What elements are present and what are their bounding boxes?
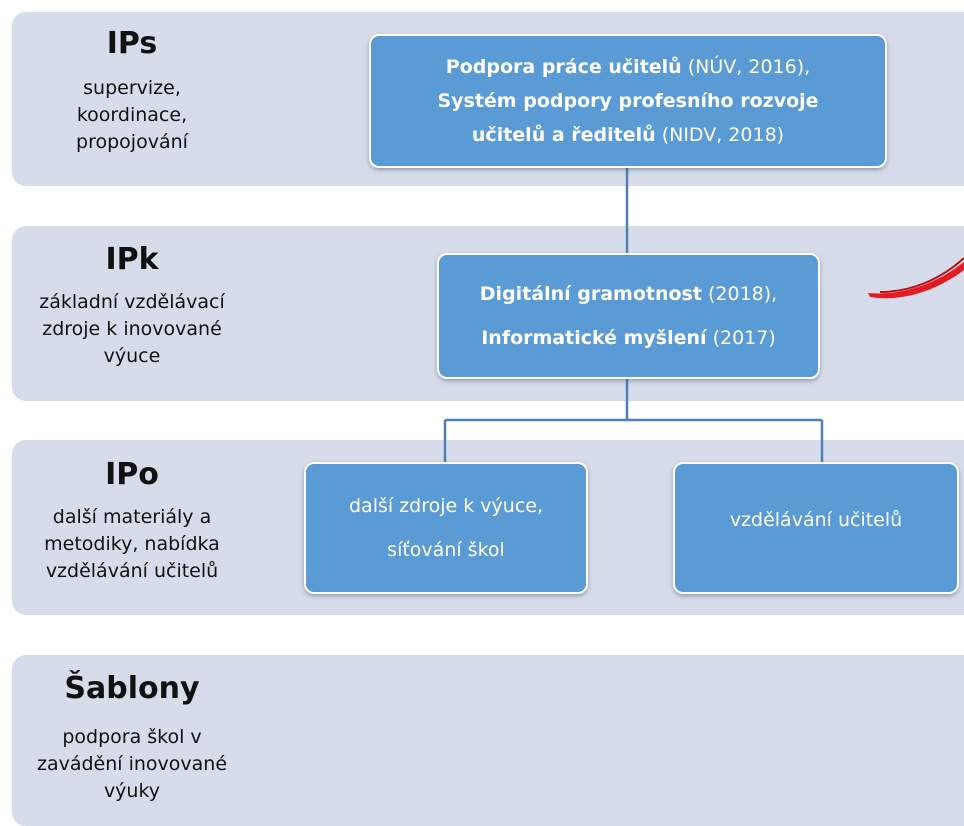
level-title: IPo: [105, 457, 159, 492]
red-brush-stroke: [868, 262, 964, 299]
level-title: IPk: [105, 242, 159, 277]
red-brush-stroke-inner: [879, 257, 964, 293]
box-ips-line1-rest: (NÚV, 2016),: [681, 56, 811, 78]
box-ipk-line1-bold: Digitální gramotnost: [479, 283, 702, 305]
level-description: podpora škol v zavádění inovované výuky: [36, 726, 228, 802]
box-ipk-line2-rest: (2017): [706, 327, 776, 349]
box-ipo-teacher-training: vzdělávání učitelů: [673, 462, 959, 594]
box-ipo-resources: další zdroje k výuce, síťování škol: [304, 462, 588, 594]
level-description: další materiály a metodiky, nabídka vzdě…: [44, 506, 220, 582]
level-ipk: IPk základní vzdělávací zdroje k inovova…: [12, 243, 252, 370]
level-sablony: Šablony podpora škol v zavádění inovovan…: [12, 672, 252, 805]
level-description: supervize, koordinace, propojování: [76, 77, 188, 153]
box-ipo-left-line2: síťování škol: [387, 539, 505, 561]
box-ips-line3-rest: (NIDV, 2018): [655, 124, 785, 146]
box-ips-line1-bold: Podpora práce učitelů: [445, 56, 682, 78]
box-text: další zdroje k výuce, síťování škol: [349, 484, 543, 572]
box-ipo-left-line1: další zdroje k výuce,: [348, 495, 543, 517]
box-ips-line3-bold: učitelů a ředitelů: [471, 124, 656, 146]
box-text: Podpora práce učitelů (NÚV, 2016), Systé…: [437, 50, 818, 152]
box-ipo-right-line1: vzdělávání učitelů: [729, 509, 903, 531]
box-ips-programs: Podpora práce učitelů (NÚV, 2016), Systé…: [369, 34, 887, 168]
box-ipk-line1-rest: (2018),: [701, 283, 778, 305]
box-ips-line2-bold: Systém podpory profesního rozvoje: [437, 90, 819, 112]
box-text: vzdělávání učitelů: [730, 502, 902, 538]
level-title: Šablony: [64, 671, 200, 706]
level-ips: IPs supervize, koordinace, propojování: [12, 27, 252, 156]
level-description: základní vzdělávací zdroje k inovované v…: [39, 291, 225, 367]
box-text: Digitální gramotnost (2018), Informatick…: [480, 272, 777, 360]
box-ipk-line2-bold: Informatické myšlení: [481, 327, 707, 349]
level-title: IPs: [106, 26, 158, 61]
band-sablony: [12, 655, 964, 826]
box-ipk-projects: Digitální gramotnost (2018), Informatick…: [437, 253, 820, 379]
level-ipo: IPo další materiály a metodiky, nabídka …: [12, 458, 252, 585]
